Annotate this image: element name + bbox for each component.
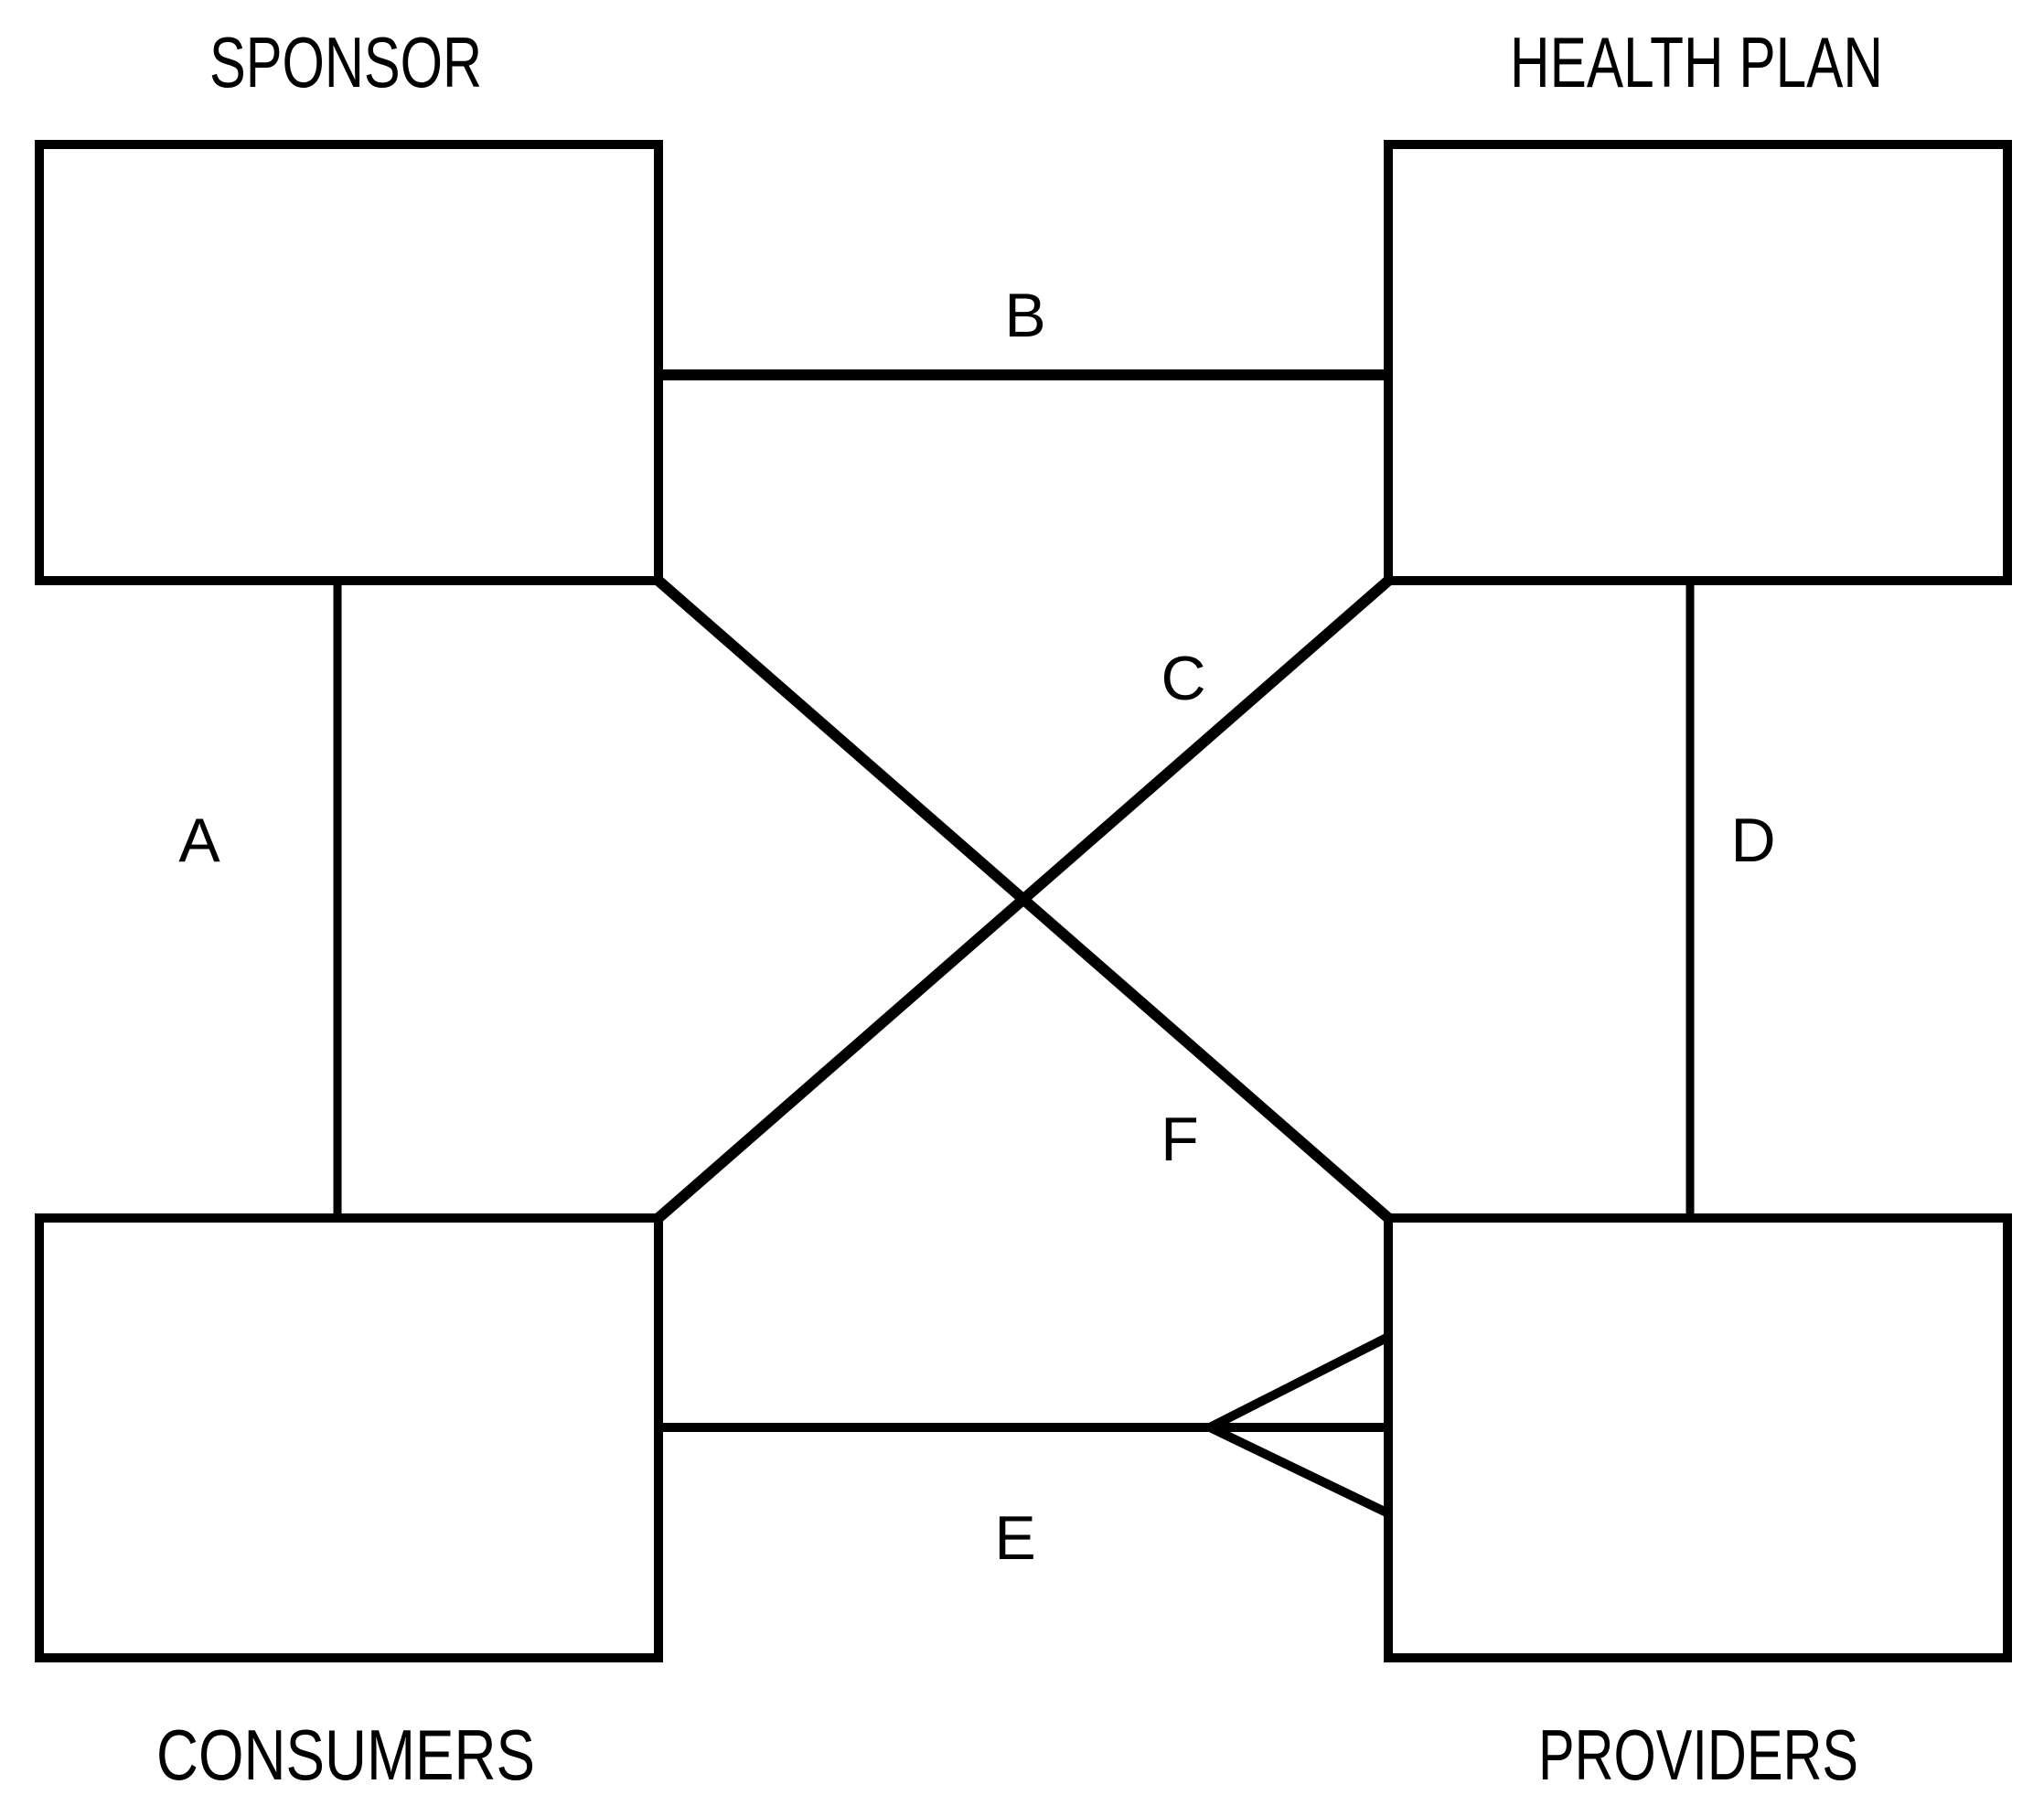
node-box-consumers <box>35 1213 663 1662</box>
edge-E-crow-foot-segment <box>1207 1332 1391 1432</box>
edge-label-C: C <box>1161 644 1205 713</box>
edge-label-B: B <box>1004 281 1045 350</box>
edge-label-F: F <box>1161 1105 1199 1174</box>
node-label-consumers: CONSUMERS <box>156 1715 535 1795</box>
node-label-health-plan: HEALTH PLAN <box>1510 22 1883 102</box>
edge-label-D: D <box>1730 806 1775 875</box>
node-box-health-plan <box>1384 140 2012 585</box>
edge-label-E: E <box>994 1503 1035 1573</box>
node-box-providers <box>1384 1213 2012 1662</box>
edge-F-line <box>655 576 1392 1223</box>
edge-E-crow-foot-segment <box>1207 1423 1391 1518</box>
node-label-sponsor: SPONSOR <box>209 22 482 102</box>
node-label-providers: PROVIDERS <box>1538 1715 1858 1795</box>
node-box-sponsor <box>35 140 663 585</box>
edge-label-A: A <box>178 806 220 875</box>
